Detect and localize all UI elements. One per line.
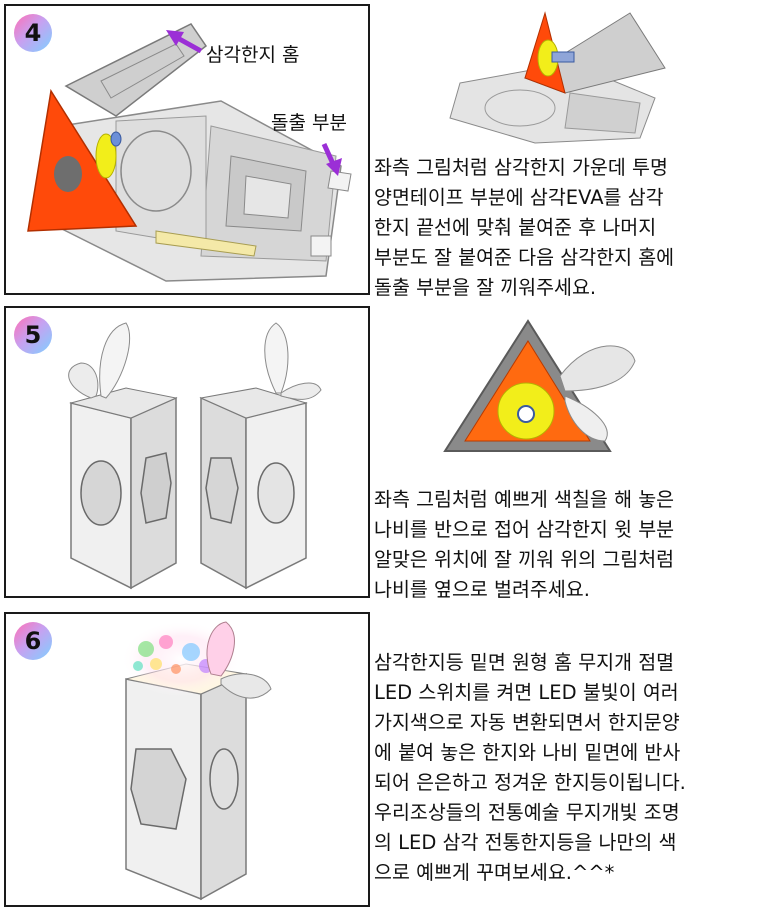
step-4-result-illustration xyxy=(449,11,666,144)
callout-hanji-groove: 삼각한지 홈 xyxy=(206,44,300,66)
step-4-description: 좌측 그림처럼 삼각한지 가운데 투명 양면테이프 부분에 삼각EVA를 삼각 … xyxy=(374,156,675,299)
callout-protrusion: 돌출 부분 xyxy=(271,112,347,134)
step-5-illustration-panel: 5 xyxy=(4,306,370,598)
step-5-description: 좌측 그림처럼 예쁘게 색칠을 해 놓은 나비를 반으로 접어 삼각한지 윗 부… xyxy=(374,488,675,601)
step-4-illustration-panel: 4 삼각한지 홈 돌출 부분 xyxy=(4,4,370,295)
step-6-description: 삼각한지등 밑면 원형 홈 무지개 점멸 LED 스위치를 켜면 LED 불빛이… xyxy=(374,651,686,884)
step-6-badge: 6 xyxy=(14,622,52,660)
lit-lantern-illustration xyxy=(121,621,272,901)
assembled-lanterns-with-butterflies xyxy=(68,322,322,590)
unfolded-lantern-illustration xyxy=(27,23,352,282)
step-5-top-view-illustration xyxy=(443,319,636,452)
step-5-badge: 5 xyxy=(14,316,52,354)
step-6-illustration-panel: 6 xyxy=(4,612,370,907)
step-4-badge: 4 xyxy=(14,14,52,52)
